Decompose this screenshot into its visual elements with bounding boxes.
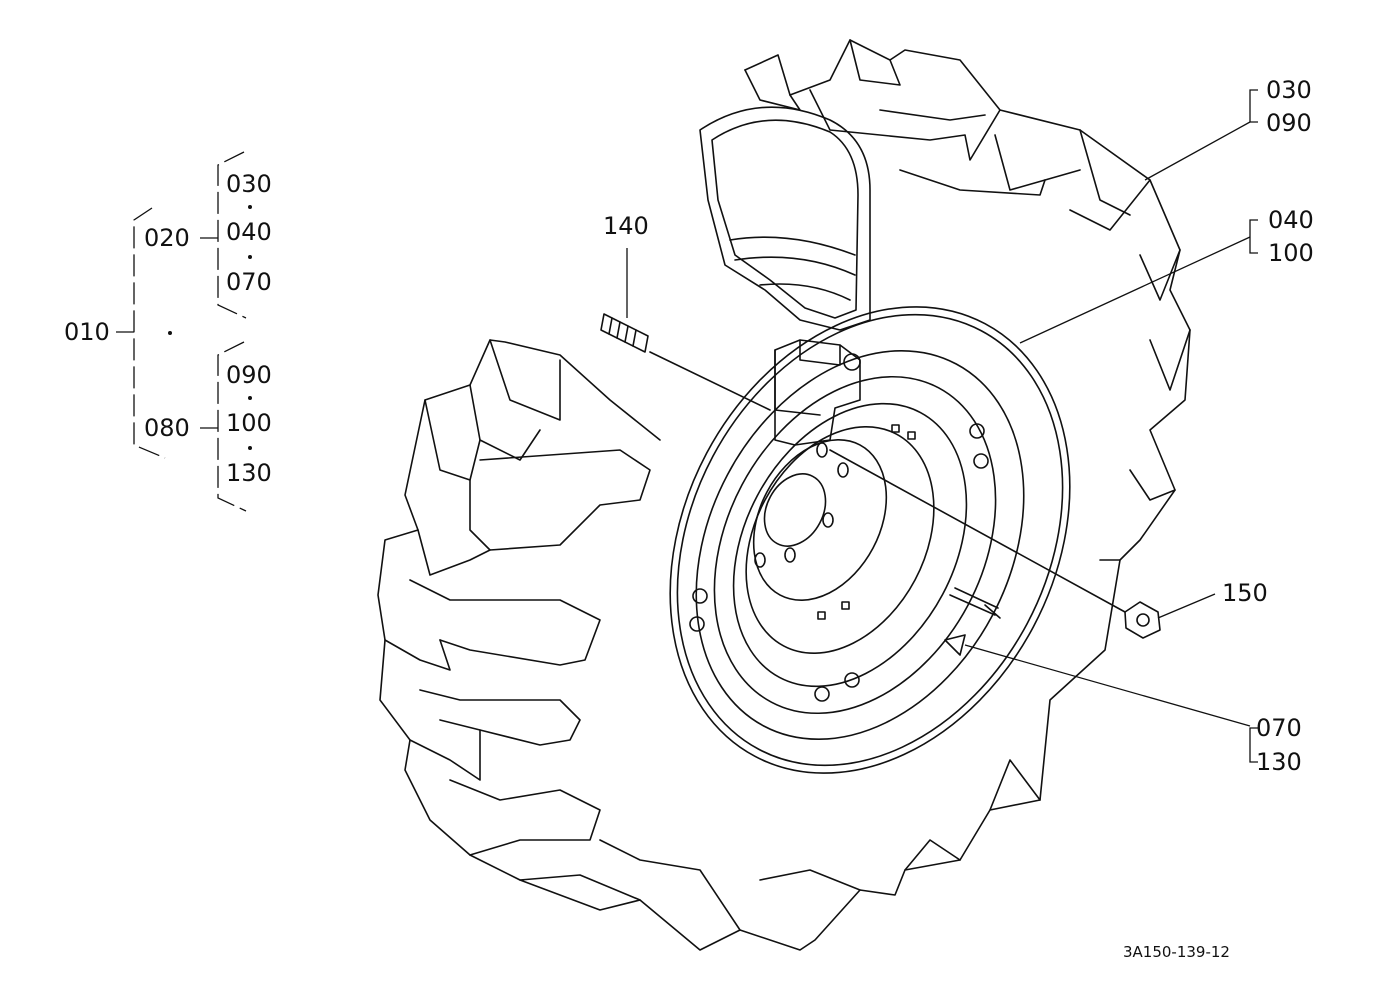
rim-center-bore: [763, 473, 827, 547]
callout-tire-1: 030: [1266, 76, 1312, 104]
tire-lug: [744, 69, 801, 111]
bracket-valve: [1249, 727, 1258, 763]
tire-lug: [879, 109, 986, 121]
tire-lug: [809, 89, 1001, 161]
hub-slot: [891, 424, 900, 433]
hub-slot: [817, 611, 826, 620]
bracket-rim: [1249, 219, 1258, 254]
hub-slot: [841, 601, 850, 610]
tire-lug: [424, 399, 481, 481]
label-020-item-1: 030: [226, 170, 272, 198]
leader-tire: [1144, 121, 1251, 181]
tree-dot: [248, 396, 252, 400]
callout-nut: 150: [1222, 579, 1268, 607]
callout-tire-2: 090: [1266, 109, 1312, 137]
tire-lug: [1149, 329, 1191, 391]
leader-rim: [1019, 236, 1251, 344]
hub-hole: [816, 442, 828, 458]
tire-lug: [904, 839, 961, 871]
label-080-item-2: 100: [226, 409, 272, 437]
tree-dot: [168, 331, 172, 335]
tire-lug: [489, 339, 561, 421]
leader-valve: [964, 644, 1251, 727]
tire-lug: [419, 689, 581, 746]
hub-slot: [907, 431, 916, 440]
tire-lug: [469, 449, 651, 551]
rim-ring-2: [713, 375, 997, 715]
rim-ring-4: [745, 425, 935, 655]
rim-ring-1: [695, 349, 1025, 741]
tree-dot: [248, 255, 252, 259]
label-020: 020: [144, 224, 190, 252]
tire-lug: [469, 384, 541, 461]
label-080-item-1: 090: [226, 361, 272, 389]
rim-bolt: [692, 588, 708, 604]
tire-lug: [384, 639, 451, 671]
tree-dot: [248, 446, 252, 450]
rim-bolt: [973, 453, 989, 469]
tire-lug: [519, 874, 641, 901]
valve-base: [944, 634, 966, 656]
tire-lug: [449, 779, 601, 856]
hub-hole: [784, 547, 796, 563]
tree-bracket-root: [133, 207, 166, 459]
tire-lug: [409, 729, 481, 781]
label-080: 080: [144, 414, 190, 442]
label-080-item-3: 130: [226, 459, 272, 487]
rim-bolt: [689, 616, 705, 632]
tire-lug: [759, 869, 861, 891]
rim-outer-lip: [676, 313, 1064, 767]
tire-cross-section-inner: [711, 119, 859, 319]
tire-lug: [1079, 129, 1131, 216]
leader-150: [1157, 593, 1216, 619]
callout-valve-1: 070: [1256, 714, 1302, 742]
callout-rim-1: 040: [1268, 206, 1314, 234]
tire-lug: [599, 839, 741, 931]
stud-axis-line: [649, 351, 1126, 613]
label-root: 010: [64, 318, 110, 346]
label-020-item-2: 040: [226, 218, 272, 246]
stud: [600, 313, 649, 353]
tire-outline: [377, 39, 1191, 951]
rim-bolt: [844, 672, 860, 688]
valve-stem: [949, 587, 1001, 619]
tire-lug: [1069, 179, 1151, 231]
tree-bracket-080: [217, 341, 247, 512]
tree-bracket-020: [217, 151, 247, 319]
rim-bracket: [774, 339, 861, 446]
callout-stud: 140: [603, 212, 649, 240]
callout-rim-2: 100: [1268, 239, 1314, 267]
label-020-item-3: 070: [226, 268, 272, 296]
rim-ring-3: [732, 402, 968, 688]
tire-lug: [1129, 469, 1176, 501]
rim-bolt: [814, 686, 830, 702]
tire-lug: [994, 134, 1081, 191]
tire-lug: [899, 169, 1046, 196]
nut: [1124, 601, 1161, 639]
hub-hole: [822, 512, 834, 528]
tire-lug: [1139, 249, 1181, 301]
tire-lug: [409, 579, 601, 666]
rim-bolt: [969, 423, 985, 439]
callout-valve-2: 130: [1256, 748, 1302, 776]
tire-lug: [849, 39, 901, 86]
hub-hole: [754, 552, 766, 568]
rim-outer: [669, 306, 1071, 774]
bracket-tire: [1249, 89, 1258, 123]
drawing-code: 3A150-139-12: [1123, 943, 1230, 961]
tire-lug: [417, 529, 491, 576]
hub-hole: [837, 462, 849, 478]
tire-lug: [989, 759, 1041, 811]
tree-dot: [248, 205, 252, 209]
rim-hub-plate: [752, 439, 888, 601]
